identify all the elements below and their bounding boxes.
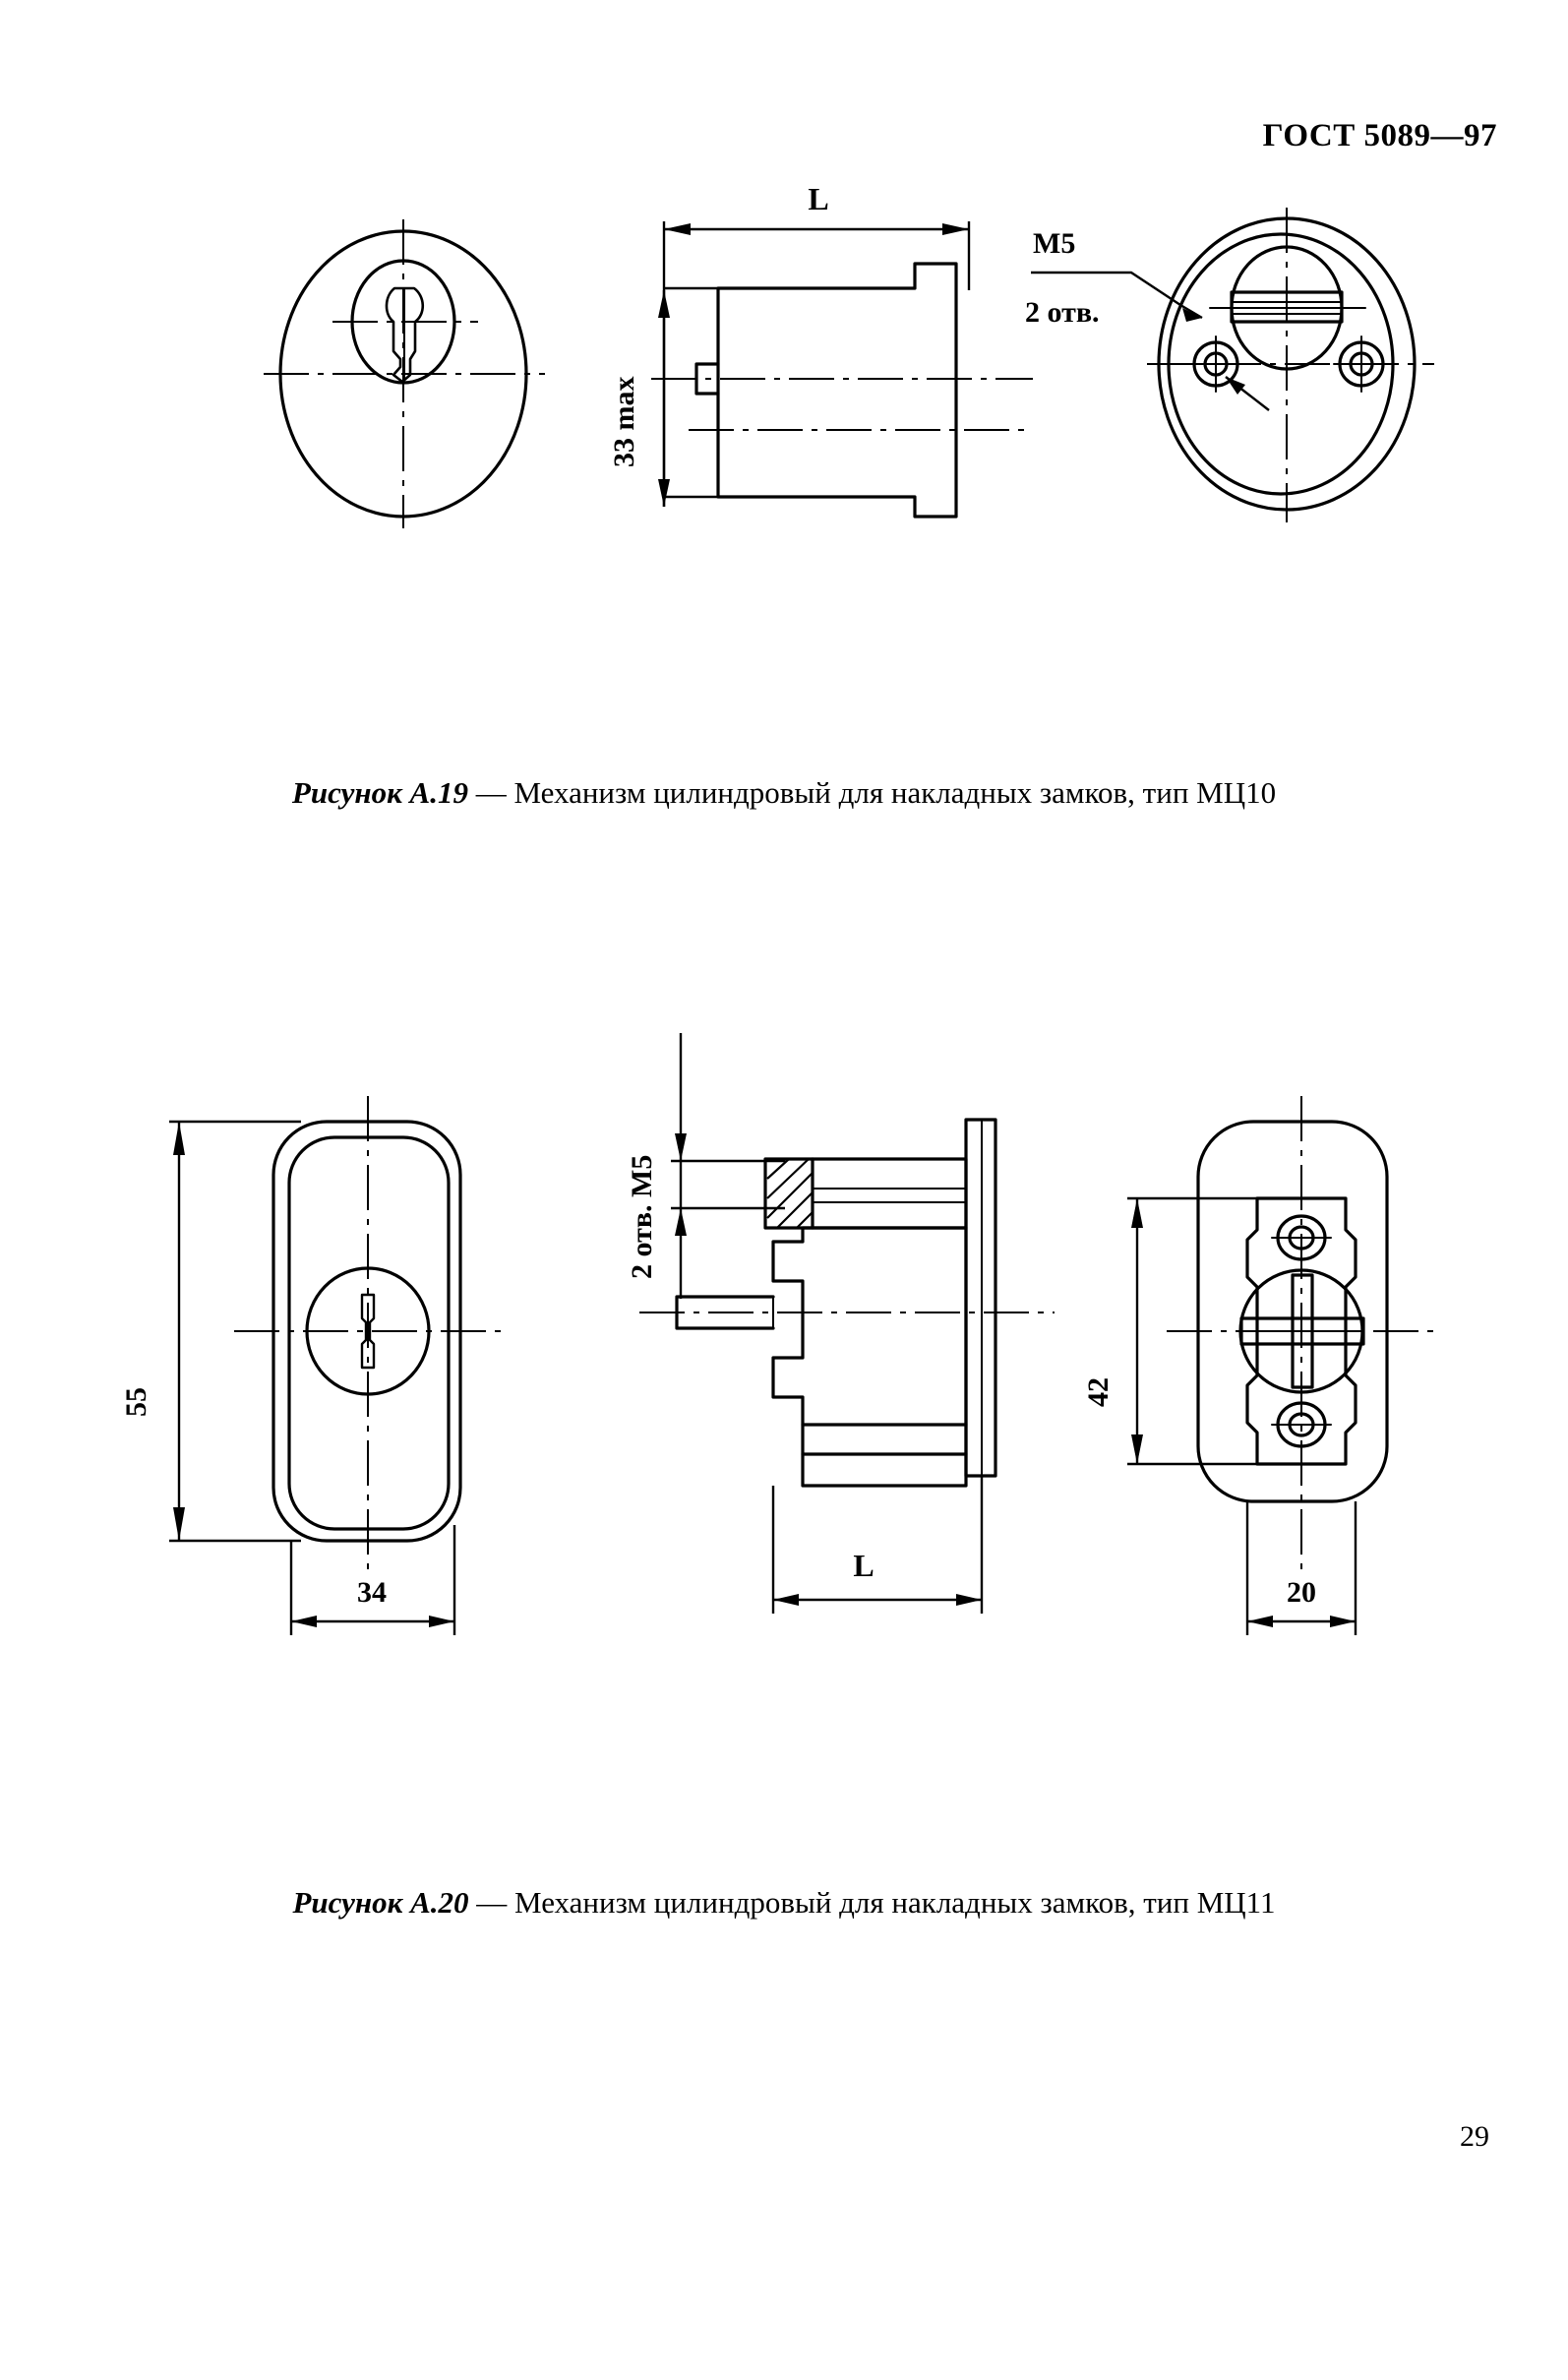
figure-a20-views: 55 34	[0, 984, 1568, 1653]
a19-dim-height-text: 33 max	[608, 377, 640, 468]
a19-hole-count-label-text: 2 отв.	[1025, 296, 1100, 329]
a19-rear-view: M5 2 отв.	[1023, 202, 1476, 546]
a20-dim-width	[289, 1525, 456, 1635]
a19-dim-height	[658, 290, 670, 507]
a20-dim-length	[771, 1476, 984, 1614]
page-number: 29	[1460, 2120, 1489, 2153]
figure-a20-caption-number: Рисунок А.20	[292, 1885, 469, 1920]
a19-thread-label-text: M5	[1033, 227, 1075, 260]
figure-a19-caption-number: Рисунок А.19	[291, 775, 468, 810]
a20-dim-width-text: 34	[357, 1576, 387, 1609]
figure-a19-caption-text: Механизм цилиндровый для накладных замко…	[513, 775, 1277, 810]
figure-a19-views: L 33 max	[0, 172, 1568, 763]
figure-a20-caption-dash: —	[476, 1885, 508, 1920]
a20-dim-length-text: L	[853, 1548, 874, 1583]
a19-front-view	[246, 212, 600, 536]
a19-dim-length-text: L	[808, 181, 828, 216]
figure-a20-caption: Рисунок А.20 — Механизм цилиндровый для …	[0, 1885, 1568, 1921]
figure-a20-caption-text: Механизм цилиндровый для накладных замко…	[514, 1885, 1276, 1920]
figure-a19-caption-dash: —	[475, 775, 507, 810]
a20-dim-height	[169, 1120, 301, 1543]
standard-header: ГОСТ 5089—97	[1262, 118, 1497, 153]
a20-thread-label-text: 2 отв. M5	[626, 1155, 658, 1279]
a20-dim-rear-width	[1245, 1501, 1357, 1635]
a20-dim-rear-width-text: 20	[1287, 1576, 1316, 1609]
a20-rear-view: 42	[1072, 1082, 1525, 1653]
a20-dim-height-text: 55	[120, 1387, 152, 1417]
figure-a20: 55 34	[0, 984, 1568, 1653]
a20-thread-dimension	[671, 1033, 785, 1299]
a20-front-view: 55 34	[108, 1082, 571, 1653]
a19-side-section-view: L 33 max	[608, 172, 1072, 595]
figure-a19: L 33 max	[0, 172, 1568, 763]
a20-dim-rear-height-text: 42	[1082, 1377, 1115, 1407]
a20-hatching	[766, 1158, 814, 1229]
a20-side-section-view: 2 отв. M5	[610, 984, 1082, 1653]
figure-a19-caption: Рисунок А.19 — Механизм цилиндровый для …	[0, 775, 1568, 811]
